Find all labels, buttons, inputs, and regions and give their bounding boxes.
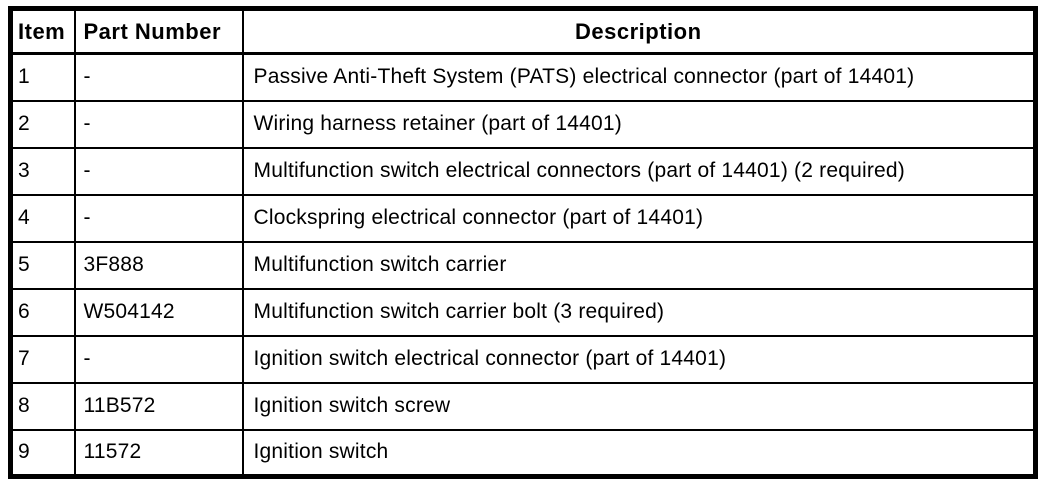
item-cell: 7	[9, 334, 76, 384]
header-item: Item	[9, 7, 76, 55]
table-row: 3-Multifunction switch electrical connec…	[9, 146, 1037, 196]
description-cell: Ignition switch electrical connector (pa…	[241, 334, 1037, 384]
item-cell: 3	[9, 146, 76, 196]
description-cell: Clockspring electrical connector (part o…	[241, 193, 1037, 243]
part-number-cell: -	[73, 99, 244, 149]
part-number-cell: -	[73, 334, 244, 384]
table-row: 4-Clockspring electrical connector (part…	[9, 193, 1037, 243]
table-row: 2-Wiring harness retainer (part of 14401…	[9, 99, 1037, 149]
description-cell: Passive Anti-Theft System (PATS) electri…	[241, 52, 1037, 102]
description-cell: Ignition switch screw	[241, 381, 1037, 431]
description-cell: Wiring harness retainer (part of 14401)	[241, 99, 1037, 149]
item-cell: 6	[9, 287, 76, 337]
description-cell: Ignition switch	[241, 428, 1037, 478]
table-body: 1-Passive Anti-Theft System (PATS) elect…	[9, 52, 1037, 478]
header-row: Item Part Number Description	[9, 7, 1037, 55]
header-description: Description	[241, 7, 1037, 55]
table-row: 1-Passive Anti-Theft System (PATS) elect…	[9, 52, 1037, 102]
table-row: 7-Ignition switch electrical connector (…	[9, 334, 1037, 384]
part-number-cell: -	[73, 193, 244, 243]
header-part-number: Part Number	[73, 7, 244, 55]
description-cell: Multifunction switch electrical connecto…	[241, 146, 1037, 196]
item-cell: 4	[9, 193, 76, 243]
part-number-cell: 11572	[73, 428, 244, 478]
item-cell: 8	[9, 381, 76, 431]
part-number-cell: 3F888	[73, 240, 244, 290]
item-cell: 9	[9, 428, 76, 478]
part-number-cell: -	[73, 52, 244, 102]
description-cell: Multifunction switch carrier bolt (3 req…	[241, 287, 1037, 337]
part-number-cell: W504142	[73, 287, 244, 337]
item-cell: 5	[9, 240, 76, 290]
item-cell: 2	[9, 99, 76, 149]
parts-table: Item Part Number Description 1-Passive A…	[8, 6, 1038, 479]
part-number-cell: 11B572	[73, 381, 244, 431]
item-cell: 1	[9, 52, 76, 102]
description-cell: Multifunction switch carrier	[241, 240, 1037, 290]
part-number-cell: -	[73, 146, 244, 196]
